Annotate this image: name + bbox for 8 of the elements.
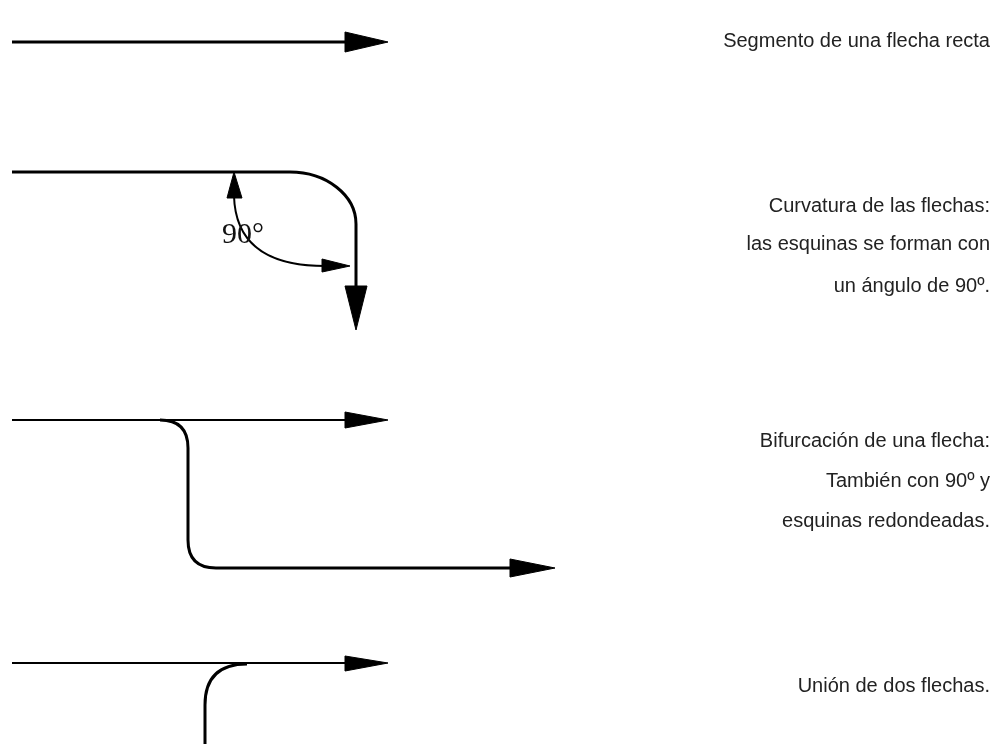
description-text: Bifurcación de una flecha: xyxy=(759,428,990,452)
description-text: Curvatura de las flechas: xyxy=(768,193,990,217)
description-text: un ángulo de 90º. xyxy=(833,273,990,297)
description-text: Unión de dos flechas. xyxy=(797,673,990,697)
description-text: También con 90º y xyxy=(825,468,990,492)
description-text: las esquinas se forman con xyxy=(746,231,990,255)
description-text: Segmento de una flecha recta xyxy=(723,28,990,52)
description-text: esquinas redondeadas. xyxy=(782,508,990,532)
